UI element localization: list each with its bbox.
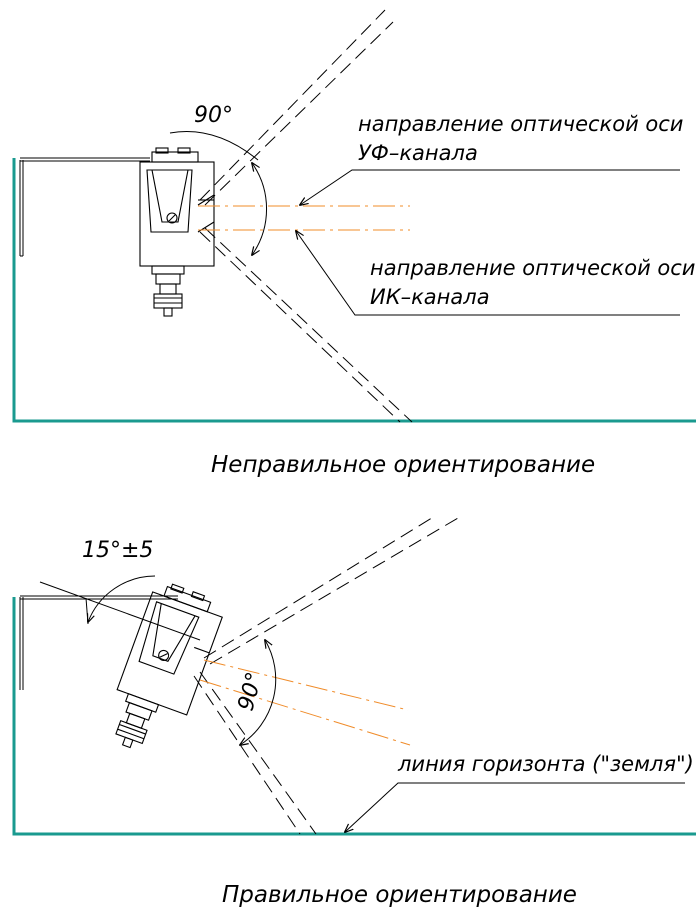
bottom-angle-label: 90°	[234, 669, 268, 713]
top-uv-leader	[300, 169, 680, 205]
bottom-horizon-label: линия горизонта ("земля")	[397, 752, 694, 776]
top-ir-label-line1: направление оптической оси	[370, 256, 695, 280]
top-view-cone	[199, 9, 413, 423]
top-angle-label: 90°	[194, 103, 233, 128]
top-bracket	[19, 157, 150, 257]
bottom-tilt-reference	[39, 581, 201, 641]
top-uv-label-line1: направление оптической оси	[358, 112, 683, 136]
top-caption: Неправильное ориентирование	[211, 452, 595, 478]
bottom-tilt-arc	[88, 575, 156, 622]
top-optical-axes	[198, 205, 410, 231]
bottom-figure: 15°±5 90° линия горизонта ("земля") Прав…	[12, 515, 696, 908]
bottom-view-cone	[193, 515, 459, 835]
bottom-detector	[115, 583, 223, 749]
top-figure: 90° направление оптической оси УФ–канала…	[12, 9, 696, 478]
top-ir-leader	[296, 231, 680, 316]
top-angle-arc	[252, 163, 268, 255]
bottom-tilt-tick	[85, 597, 89, 625]
top-wall-outline	[12, 158, 696, 423]
bottom-caption: Правильное ориентирование	[222, 882, 577, 908]
top-uv-label-line2: УФ–канала	[358, 141, 478, 165]
bottom-wall-outline	[12, 597, 696, 836]
top-detector	[139, 147, 215, 317]
bottom-horizon-leader	[345, 782, 685, 832]
bottom-tilt-label: 15°±5	[82, 538, 153, 563]
top-ir-label-line2: ИК–канала	[370, 285, 490, 309]
top-angle-leader	[169, 131, 259, 161]
bottom-angle-arc	[240, 640, 277, 745]
